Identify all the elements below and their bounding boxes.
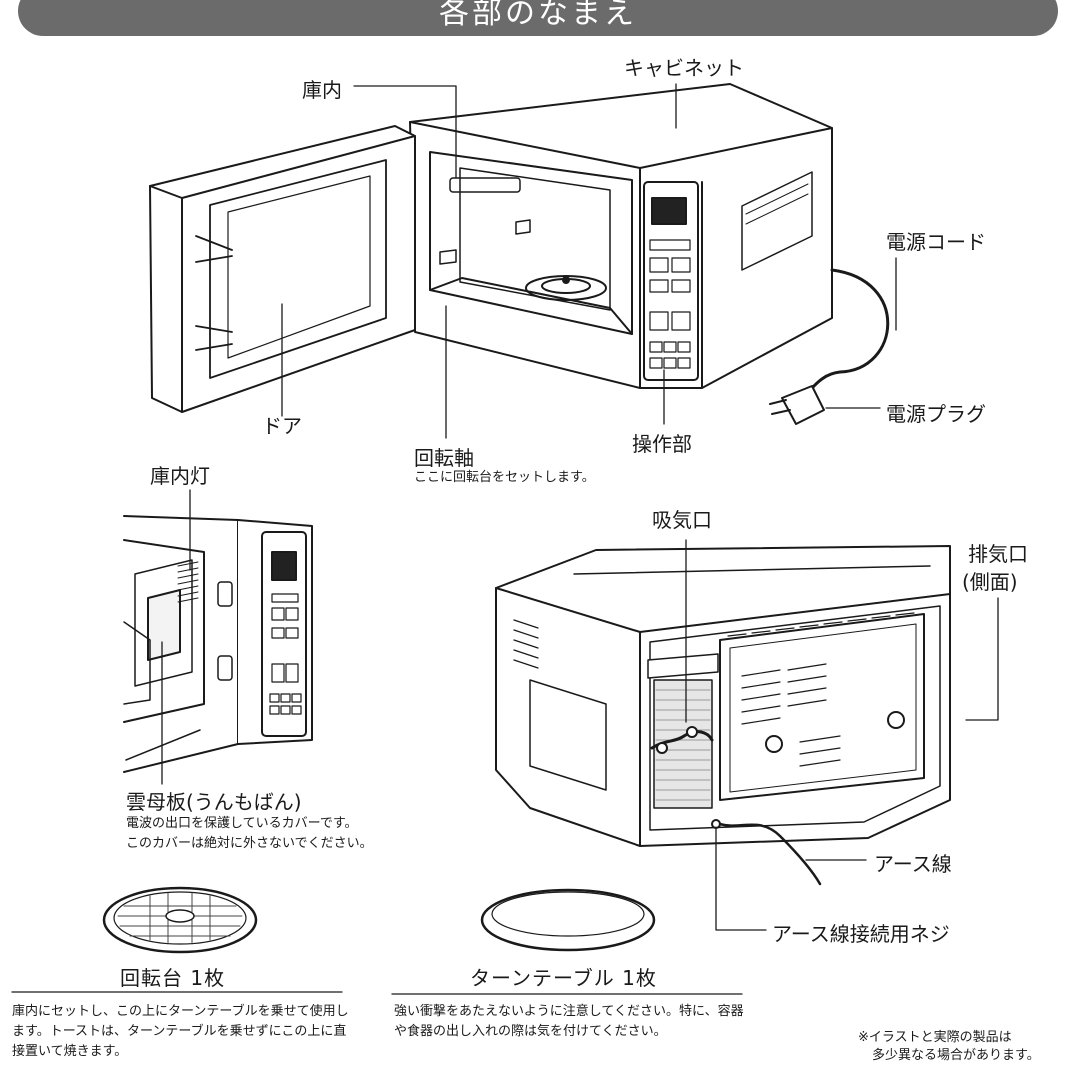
label-exhaust: 排気口 (968, 542, 1028, 566)
label-power-plug: 電源プラグ (886, 402, 986, 426)
label-mica: 雲母板(うんもばん) (126, 790, 302, 814)
label-earth-wire: アース線 (874, 852, 952, 876)
front-microwave (149, 83, 890, 425)
label-lamp: 庫内灯 (150, 464, 210, 488)
page-title: 各部のなまえ (439, 0, 637, 31)
label-interior: 庫内 (302, 78, 342, 102)
footnote-line-2: 多少異なる場合があります。 (872, 1048, 1040, 1063)
leader-lines (11, 83, 999, 995)
caption-turntable: ターンテーブル 1枚 (470, 966, 657, 990)
rear-microwave (495, 545, 951, 886)
interior-detail (123, 515, 313, 773)
label-power-cord: 電源コード (886, 230, 986, 254)
turntable-base-illustration (102, 886, 258, 954)
label-mica-note-2: このカバーは絶対に外さないでください。 (126, 836, 373, 851)
title-bar: 各部のなまえ (18, 0, 1058, 36)
label-exhaust-side: (側面) (962, 570, 1018, 594)
label-earth-screw: アース線接続用ネジ (772, 922, 950, 946)
label-mica-note-1: 電波の出口を保護しているカバーです。 (126, 816, 358, 831)
label-intake: 吸気口 (652, 508, 712, 532)
lamp-grille (177, 561, 199, 603)
desc-turntable: 強い衝撃をあたえないように注意してください。特に、容器や食器の出し入れの際は気を… (394, 1004, 744, 1039)
label-cabinet: キャビネット (624, 56, 744, 80)
desc-turntable-base: 庫内にセットし、この上にターンテーブルを乗せて使用します。トーストは、ターンテー… (12, 1004, 349, 1059)
label-shaft: 回転軸 (414, 446, 474, 470)
label-shaft-note: ここに回転台をセットします。 (414, 470, 595, 485)
footnote-line-1: ※イラストと実際の製品は (858, 1030, 1012, 1045)
caption-turntable-base: 回転台 1枚 (120, 966, 226, 990)
turntable-illustration (480, 888, 656, 952)
label-control-panel: 操作部 (632, 432, 692, 456)
label-door: ドア (262, 414, 302, 438)
